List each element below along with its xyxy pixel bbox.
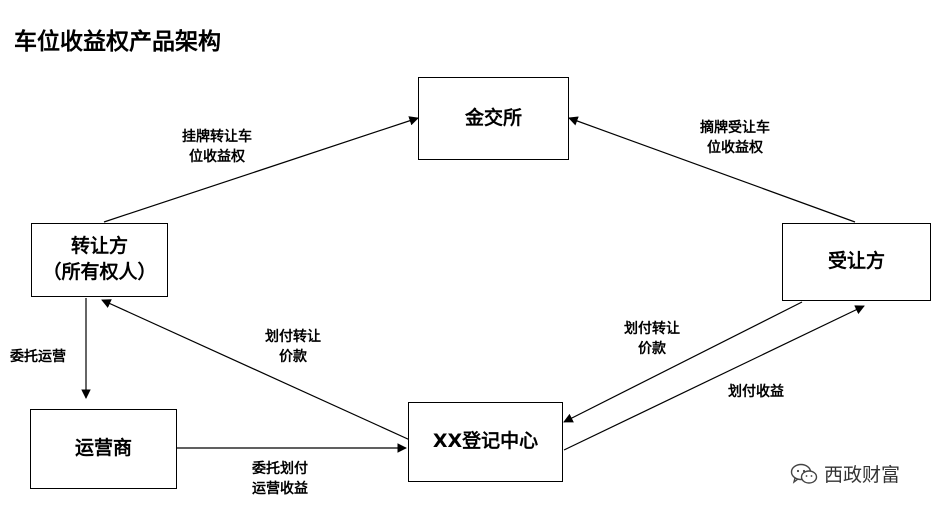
- edge-label-pay-price-transferee-line1: 划付转让: [624, 321, 680, 337]
- edge-label-pay-price-transferee: 划付转让 价款: [624, 319, 680, 360]
- edge-label-delist-acquire-line2: 位收益权: [707, 140, 763, 157]
- edge-label-pay-price-transferor: 划付转让 价款: [265, 327, 321, 368]
- node-exchange: 金交所: [418, 77, 569, 160]
- edge-label-list-transfer-line2: 位收益权: [189, 149, 245, 166]
- watermark: 西政财富: [790, 460, 900, 487]
- node-transferor-label-line1: 转让方: [70, 235, 128, 258]
- edge-label-entrust-operate-line1: 委托运营: [10, 349, 66, 365]
- node-exchange-label: 金交所: [464, 106, 522, 129]
- edge-label-pay-price-transferee-line2: 价款: [638, 341, 666, 358]
- edge-label-delist-acquire: 摘牌受让车 位收益权: [700, 118, 770, 159]
- arrow-transferee-to-registry: [563, 301, 803, 423]
- node-registry: XX登记中心: [408, 402, 563, 482]
- edge-label-entrust-pay-income-line1: 委托划付: [252, 461, 308, 477]
- edge-label-pay-price-transferor-line2: 价款: [279, 349, 307, 366]
- edge-label-entrust-pay-income-line2: 运营收益: [252, 481, 308, 498]
- edge-label-list-transfer-line1: 挂牌转让车: [182, 129, 252, 145]
- edge-label-pay-income: 划付收益: [728, 382, 784, 402]
- arrow-transferee-to-exchange: [568, 116, 856, 223]
- node-transferee: 受让方: [782, 223, 931, 301]
- node-registry-label: XX登记中心: [432, 430, 539, 453]
- edge-label-delist-acquire-line1: 摘牌受让车: [700, 120, 770, 136]
- wechat-icon: [790, 463, 818, 484]
- node-operator-label: 运营商: [74, 437, 132, 460]
- arrow-registry-to-transferee: [563, 305, 865, 451]
- diagram-title: 车位收益权产品架构: [14, 29, 221, 55]
- watermark-text: 西政财富: [824, 464, 901, 486]
- node-transferor-label-line2: （所有权人）: [42, 261, 157, 283]
- arrow-registry-to-transferor: [101, 299, 411, 441]
- arrow-transferor-to-exchange: [103, 116, 419, 223]
- edge-label-pay-price-transferor-line1: 划付转让: [265, 329, 321, 345]
- node-transferee-label: 受让方: [827, 250, 885, 273]
- node-transferor: 转让方 （所有权人）: [31, 223, 168, 297]
- edge-label-entrust-pay-income: 委托划付 运营收益: [252, 459, 308, 500]
- edge-label-pay-income-line1: 划付收益: [728, 384, 784, 400]
- edge-label-list-transfer: 挂牌转让车 位收益权: [182, 127, 252, 168]
- node-operator: 运营商: [30, 409, 177, 489]
- edge-label-entrust-operate: 委托运营: [10, 347, 66, 367]
